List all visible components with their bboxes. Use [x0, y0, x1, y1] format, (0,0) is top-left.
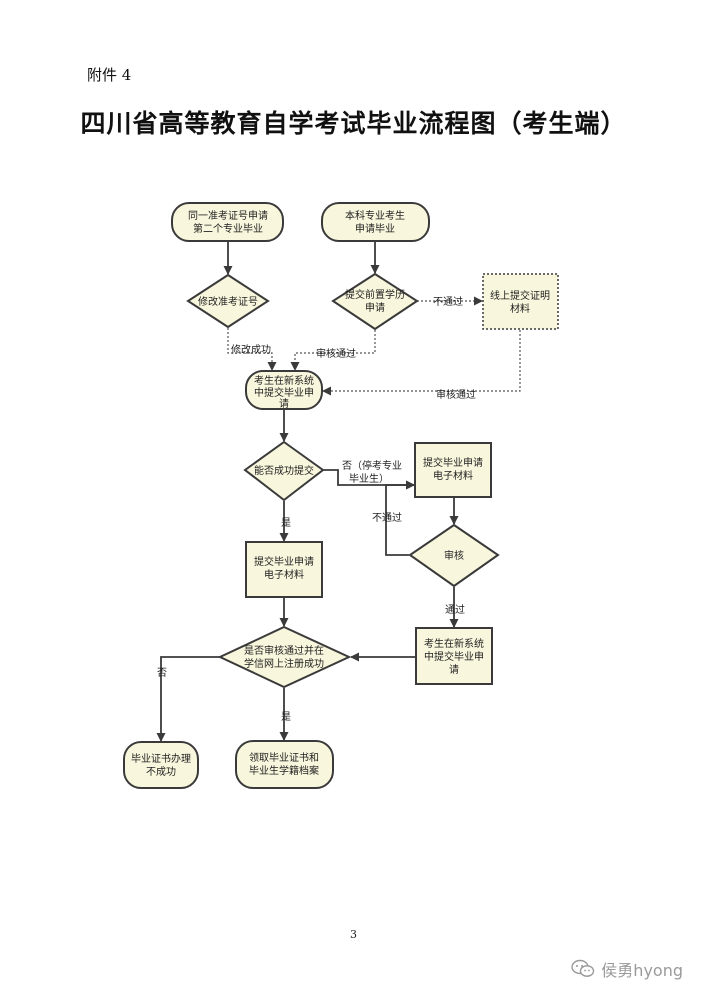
node-n7: 能否成功提交 — [243, 440, 325, 502]
node-n8-line1: 提交毕业申请 — [254, 555, 314, 568]
node-n2-line2: 申请毕业 — [355, 222, 395, 235]
node-n13-line2: 不成功 — [146, 766, 176, 778]
edge-label-review-pass-2: 审核通过 — [436, 388, 476, 401]
edge-label-review-pass-1: 审核通过 — [316, 347, 356, 360]
node-n4-line1: 提交前置学历 — [345, 288, 405, 301]
node-n4-line2: 申请 — [365, 301, 385, 314]
node-n10: 审核 — [408, 523, 500, 588]
edge-n3-n6 — [227, 328, 277, 371]
flow-nodes: 同一准考证号申请 第二个专业毕业 本科专业考生 申请毕业 修改准考证号 提交前置… — [123, 202, 559, 789]
node-n6: 考生在新系统 中提交毕业申 请 — [245, 370, 323, 410]
edge-label-no-1-line2: 毕业生） — [349, 472, 389, 485]
edge-label-yes-2: 是 — [281, 711, 291, 723]
node-n14-line2: 毕业生学籍档案 — [249, 764, 319, 777]
edge-n5-n6 — [322, 330, 521, 396]
node-n7-line1: 能否成功提交 — [254, 464, 314, 477]
node-n8: 提交毕业申请 电子材料 — [245, 541, 323, 598]
node-n11: 考生在新系统 中提交毕业申 请 — [415, 627, 493, 685]
flow-edge-labels: 修改成功 审核通过 不通过 审核通过 是 否（停考专业 毕业生） 不通过 通过 … — [157, 295, 476, 723]
node-n2: 本科专业考生 申请毕业 — [321, 202, 430, 242]
node-n6-line1: 考生在新系统 — [254, 374, 314, 387]
edge-label-yes-1: 是 — [281, 517, 291, 529]
node-n2-line1: 本科专业考生 — [345, 209, 405, 222]
node-n9: 提交毕业申请 电子材料 — [414, 442, 492, 498]
wechat-icon — [571, 959, 595, 977]
node-n11-line1: 考生在新系统 — [424, 637, 484, 650]
flow-edges — [156, 242, 521, 742]
node-n10-line1: 审核 — [444, 549, 464, 562]
edge-n10-n9 — [385, 480, 415, 556]
page-title: 四川省高等教育自学考试毕业流程图（考生端） — [80, 109, 627, 138]
annex-label: 附件 4 — [87, 66, 132, 84]
node-n1: 同一准考证号申请 第二个专业毕业 — [171, 202, 284, 242]
node-n9-line1: 提交毕业申请 — [423, 456, 483, 469]
watermark: 侯勇hyong — [571, 957, 683, 981]
node-n13-line1: 毕业证书办理 — [131, 752, 191, 765]
node-n13: 毕业证书办理 不成功 — [123, 741, 199, 789]
node-n4: 提交前置学历 申请 — [331, 272, 419, 331]
node-n3-line1: 修改准考证号 — [198, 295, 258, 308]
watermark-text: 侯勇hyong — [601, 961, 683, 980]
node-n12-line2: 学信网上注册成功 — [244, 657, 324, 670]
edge-label-not-pass-1: 不通过 — [433, 295, 463, 308]
node-n5-line1: 线上提交证明 — [490, 289, 550, 302]
page-number: 3 — [350, 928, 357, 941]
edge-label-no-1-line1: 否（停考专业 — [342, 459, 402, 472]
edge-label-not-pass-2: 不通过 — [372, 511, 402, 524]
node-n14: 领取毕业证书和 毕业生学籍档案 — [235, 740, 334, 789]
node-n12-line1: 是否审核通过并在 — [244, 644, 324, 657]
node-n6-line3: 请 — [279, 397, 289, 410]
node-n11-line2: 中提交毕业申 — [424, 650, 484, 663]
node-n1-line2: 第二个专业毕业 — [193, 222, 263, 235]
node-n6-line2: 中提交毕业申 — [254, 386, 314, 399]
edge-n7-n9 — [323, 469, 415, 490]
node-n1-line1: 同一准考证号申请 — [188, 209, 268, 222]
node-n14-line1: 领取毕业证书和 — [249, 751, 319, 764]
node-n3: 修改准考证号 — [186, 273, 270, 329]
node-n12: 是否审核通过并在 学信网上注册成功 — [217, 625, 352, 689]
edge-n12-n13 — [156, 656, 220, 742]
node-n9-line2: 电子材料 — [433, 469, 473, 482]
edge-label-pass: 通过 — [445, 603, 465, 616]
node-n5-line2: 材料 — [510, 302, 530, 315]
node-n8-line2: 电子材料 — [264, 568, 304, 581]
node-n5: 线上提交证明 材料 — [482, 273, 559, 330]
edge-label-modify-success: 修改成功 — [231, 343, 271, 356]
edge-label-no-2: 否 — [157, 667, 167, 679]
node-n11-line3: 请 — [449, 663, 459, 676]
